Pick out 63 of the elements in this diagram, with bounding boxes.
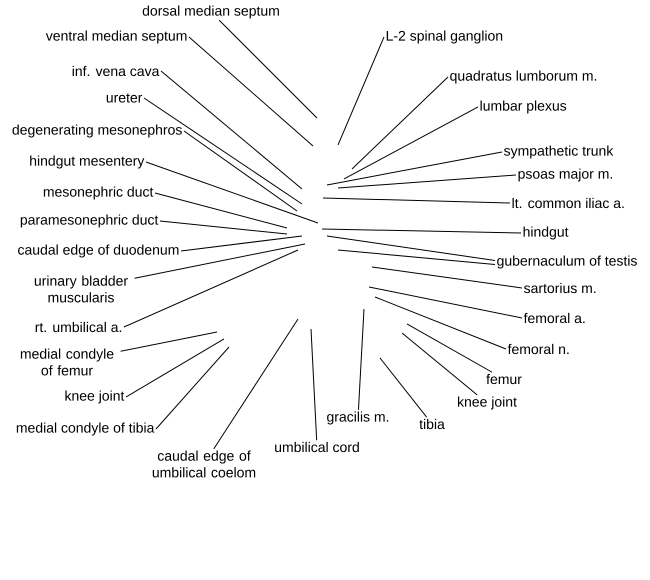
part-label: femoral n. [508,344,569,354]
part-label: mesonephric duct [44,186,154,200]
leader-line [160,70,302,190]
leader-line [124,249,298,328]
leader-line [406,323,493,373]
leader-line [338,174,516,188]
leader-line [160,220,288,234]
leader-line [374,296,506,350]
leader-line [372,266,522,288]
part-label: tibia [419,418,445,430]
part-label: psoas major m. [518,168,612,182]
part-label: urinary bladder muscularis [34,276,128,302]
part-label: L-2 spinal ganglion [386,30,502,44]
leader-line [126,338,224,398]
leader-line [338,249,496,265]
leader-line [180,235,302,252]
part-label: paramesonephric duct [20,214,158,228]
part-label: femur [486,374,522,384]
part-label: medial condyle of femur [20,348,114,376]
part-label: medial condyle of tibia [16,422,154,436]
part-label: knee joint [65,390,124,404]
part-label: knee joint [458,396,517,410]
leader-line [188,36,314,146]
part-label: caudal edge of umbilical coelom [152,450,256,478]
part-label: hindgut mesentery [30,155,144,168]
leader-line [134,243,306,279]
part-label: gracilis m. [327,411,388,424]
leader-line [120,331,218,352]
leader-line [368,286,522,318]
part-label: hindgut [524,226,568,240]
part-label: degenerating mesonephros [12,124,182,138]
part-label: dorsal median septum [142,5,279,19]
leader-line [184,130,298,212]
leader-line [154,192,288,228]
leader-line [144,97,302,204]
part-label: lumbar plexus [480,100,566,114]
part-label: umbilical cord [275,442,359,452]
part-label: inf. vena cava [72,66,160,76]
leader-line [322,228,522,234]
leader-line [402,332,478,396]
part-label: lt. common iliac a. [512,198,624,208]
part-label: caudal edge of duodenum [18,244,178,258]
leader-line [338,36,384,146]
leader-line [358,308,364,410]
part-label: rt. umbilical a. [36,322,122,332]
leader-line [326,151,502,186]
leader-line [218,20,318,118]
part-label: quadratus lumborum m. [450,70,596,84]
leader-line [380,357,428,418]
part-label: ureter [106,93,142,103]
part-label: sympathetic trunk [504,145,614,158]
leader-line [322,197,510,204]
leader-line [310,328,318,441]
leader-line [146,162,318,224]
part-label: ventral median septum [46,30,186,44]
leader-line [156,346,230,430]
part-label: sartorius m. [524,282,596,294]
part-label: femoral a. [524,312,585,324]
part-label: gubernaculum of testis [497,255,637,268]
leader-line [326,235,496,261]
leader-line [352,76,448,170]
leader-line [344,106,478,180]
leader-line [213,318,298,450]
